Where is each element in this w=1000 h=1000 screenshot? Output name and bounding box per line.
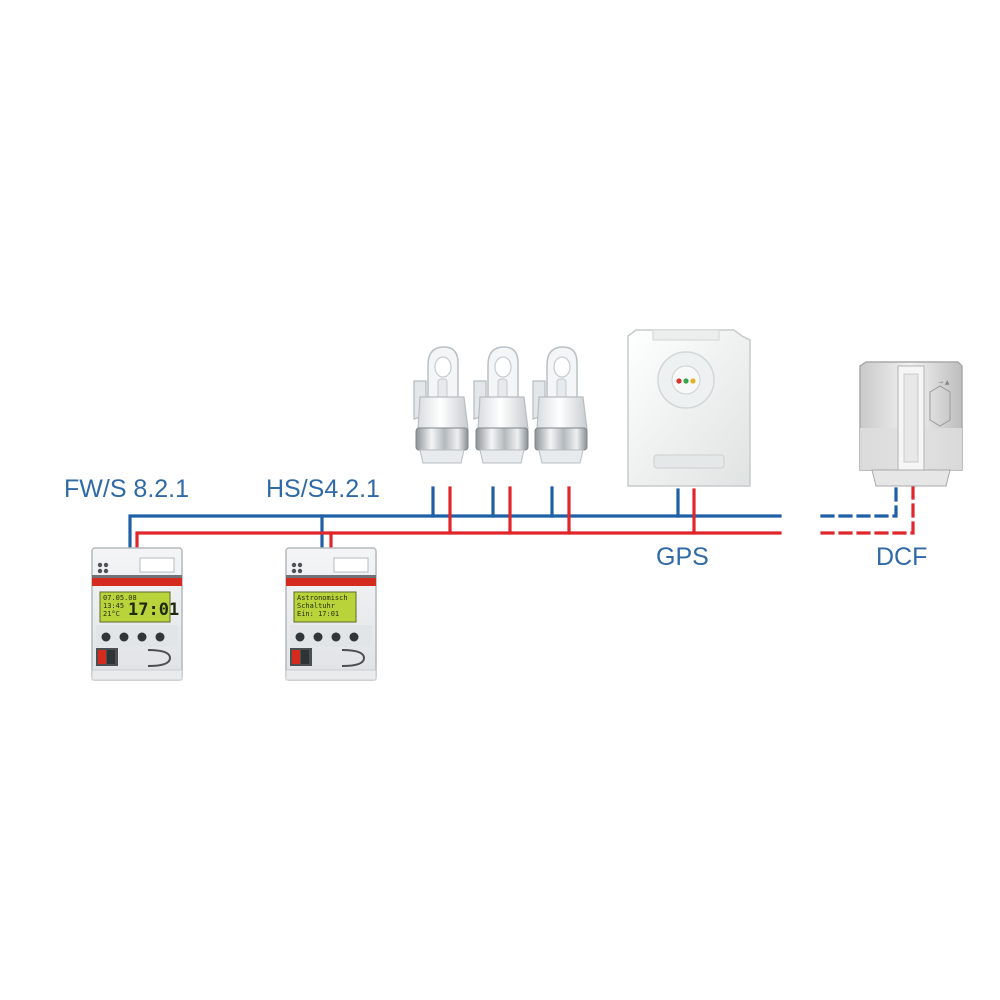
svg-text:→ ▲: → ▲ (938, 379, 950, 386)
blue-dashed-dcf (820, 482, 898, 518)
fws-screen-time: 17:01 (128, 600, 179, 620)
hs-lcd-screen (293, 591, 357, 623)
red-dashed-dcf (820, 482, 915, 535)
gps-receiver (627, 329, 751, 487)
fws-button-right[interactable] (137, 632, 147, 642)
fws-screen-line-1: 07.05.08 (103, 594, 137, 602)
hs-device: Astronomisch Schaltuhr Ein: 17:01 (285, 547, 377, 681)
fws-button-left[interactable] (119, 632, 129, 642)
hs-screen-line-2: Schaltuhr (297, 602, 335, 610)
hs-screen-line-3: Ein: 17:01 (297, 610, 339, 618)
led-red-icon (676, 378, 682, 384)
label-dcf: DCF (876, 543, 928, 571)
blue-bus-line (128, 514, 782, 548)
brightness-sensor-3 (532, 346, 588, 464)
red-bus-line (135, 531, 782, 550)
fws-screen-line-2: 13:45 (103, 602, 124, 610)
fws-lcd-screen (99, 591, 171, 623)
hs-button-down[interactable] (313, 632, 323, 642)
fws-button-menu[interactable] (101, 632, 111, 642)
led-yellow-icon (690, 378, 696, 384)
label-hs: HS/S4.2.1 (266, 475, 380, 503)
brightness-sensor-1 (413, 346, 469, 464)
led-green-icon (683, 378, 689, 384)
hs-button-up[interactable] (331, 632, 341, 642)
fws-button-ok[interactable] (155, 632, 165, 642)
label-gps: GPS (656, 543, 709, 571)
dcf-receiver: → ▲ (859, 361, 963, 487)
fws-screen-line-3: 21°C (103, 610, 120, 618)
hs-button-menu[interactable] (295, 632, 305, 642)
bus-wires (128, 482, 915, 550)
fws-device: 07.05.08 13:45 21°C 17:01 (91, 547, 183, 681)
hs-button-ok[interactable] (349, 632, 359, 642)
label-fws: FW/S 8.2.1 (64, 475, 190, 503)
hs-screen-line-1: Astronomisch (297, 594, 348, 602)
brightness-sensor-2 (473, 346, 529, 464)
